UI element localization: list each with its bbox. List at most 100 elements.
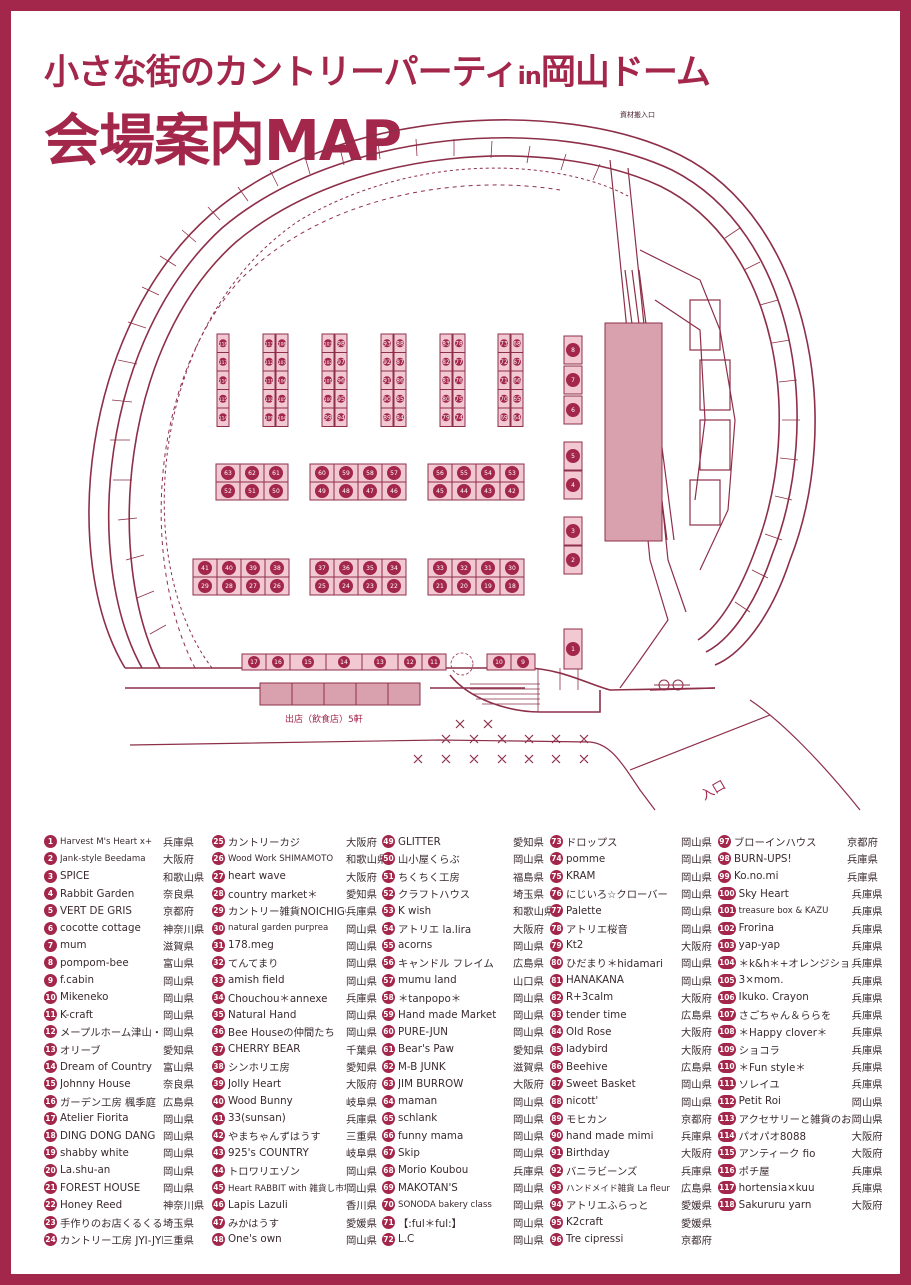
booth-98[interactable]: 98 xyxy=(334,333,348,353)
booth-89[interactable]: 89 xyxy=(380,407,394,427)
booth-33[interactable]: 33 xyxy=(427,558,453,578)
booth-117[interactable]: 117 xyxy=(216,352,230,372)
booth-67[interactable]: 67 xyxy=(510,352,524,372)
booth-21[interactable]: 21 xyxy=(427,576,453,596)
booth-81[interactable]: 81 xyxy=(439,370,453,390)
booth-64[interactable]: 64 xyxy=(510,407,524,427)
booth-80[interactable]: 80 xyxy=(439,389,453,409)
booth-12[interactable]: 12 xyxy=(397,653,423,671)
booth-34[interactable]: 34 xyxy=(381,558,407,578)
booth-63[interactable]: 63 xyxy=(215,463,241,483)
booth-97[interactable]: 97 xyxy=(334,352,348,372)
booth-56[interactable]: 56 xyxy=(427,463,453,483)
booth-114[interactable]: 114 xyxy=(216,407,230,427)
booth-88[interactable]: 88 xyxy=(393,333,407,353)
booth-73[interactable]: 73 xyxy=(497,333,511,353)
booth-9[interactable]: 9 xyxy=(510,653,536,671)
booth-110[interactable]: 110 xyxy=(262,389,276,409)
booth-87[interactable]: 87 xyxy=(393,352,407,372)
booth-95[interactable]: 95 xyxy=(334,389,348,409)
booth-6[interactable]: 6 xyxy=(563,395,583,425)
booth-86[interactable]: 86 xyxy=(393,370,407,390)
booth-82[interactable]: 82 xyxy=(439,352,453,372)
booth-94[interactable]: 94 xyxy=(334,407,348,427)
booth-32[interactable]: 32 xyxy=(451,558,477,578)
booth-101[interactable]: 101 xyxy=(321,370,335,390)
booth-36[interactable]: 36 xyxy=(333,558,359,578)
booth-85[interactable]: 85 xyxy=(393,389,407,409)
booth-72[interactable]: 72 xyxy=(497,352,511,372)
booth-22[interactable]: 22 xyxy=(381,576,407,596)
booth-11[interactable]: 11 xyxy=(421,653,447,671)
booth-79[interactable]: 79 xyxy=(439,407,453,427)
booth-16[interactable]: 16 xyxy=(265,653,291,671)
booth-17[interactable]: 17 xyxy=(241,653,267,671)
booth-13[interactable]: 13 xyxy=(361,653,399,671)
booth-71[interactable]: 71 xyxy=(497,370,511,390)
booth-4[interactable]: 4 xyxy=(563,470,583,500)
booth-84[interactable]: 84 xyxy=(393,407,407,427)
booth-75[interactable]: 75 xyxy=(452,389,466,409)
booth-45[interactable]: 45 xyxy=(427,481,453,501)
booth-35[interactable]: 35 xyxy=(357,558,383,578)
booth-44[interactable]: 44 xyxy=(451,481,477,501)
booth-65[interactable]: 65 xyxy=(510,389,524,409)
booth-104[interactable]: 104 xyxy=(275,407,289,427)
booth-1[interactable]: 1 xyxy=(563,628,583,670)
booth-76[interactable]: 76 xyxy=(452,370,466,390)
booth-10[interactable]: 10 xyxy=(486,653,512,671)
booth-48[interactable]: 48 xyxy=(333,481,359,501)
booth-111[interactable]: 111 xyxy=(262,370,276,390)
booth-91[interactable]: 91 xyxy=(380,370,394,390)
booth-7[interactable]: 7 xyxy=(563,365,583,395)
booth-66[interactable]: 66 xyxy=(510,370,524,390)
booth-58[interactable]: 58 xyxy=(357,463,383,483)
booth-23[interactable]: 23 xyxy=(357,576,383,596)
booth-60[interactable]: 60 xyxy=(309,463,335,483)
booth-37[interactable]: 37 xyxy=(309,558,335,578)
booth-68[interactable]: 68 xyxy=(510,333,524,353)
booth-107[interactable]: 107 xyxy=(275,352,289,372)
booth-113[interactable]: 113 xyxy=(262,333,276,353)
booth-15[interactable]: 15 xyxy=(289,653,327,671)
booth-99[interactable]: 99 xyxy=(321,407,335,427)
booth-61[interactable]: 61 xyxy=(263,463,289,483)
booth-46[interactable]: 46 xyxy=(381,481,407,501)
booth-2[interactable]: 2 xyxy=(563,545,583,575)
booth-14[interactable]: 14 xyxy=(325,653,363,671)
booth-62[interactable]: 62 xyxy=(239,463,265,483)
booth-112[interactable]: 112 xyxy=(262,352,276,372)
booth-70[interactable]: 70 xyxy=(497,389,511,409)
booth-31[interactable]: 31 xyxy=(475,558,501,578)
booth-83[interactable]: 83 xyxy=(439,333,453,353)
booth-53[interactable]: 53 xyxy=(499,463,525,483)
booth-5[interactable]: 5 xyxy=(563,441,583,471)
booth-29[interactable]: 29 xyxy=(192,576,218,596)
booth-93[interactable]: 93 xyxy=(380,333,394,353)
booth-105[interactable]: 105 xyxy=(275,389,289,409)
booth-47[interactable]: 47 xyxy=(357,481,383,501)
booth-20[interactable]: 20 xyxy=(451,576,477,596)
booth-19[interactable]: 19 xyxy=(475,576,501,596)
booth-118[interactable]: 118 xyxy=(216,333,230,353)
booth-108[interactable]: 108 xyxy=(275,333,289,353)
booth-102[interactable]: 102 xyxy=(321,352,335,372)
booth-18[interactable]: 18 xyxy=(499,576,525,596)
booth-30[interactable]: 30 xyxy=(499,558,525,578)
booth-24[interactable]: 24 xyxy=(333,576,359,596)
booth-49[interactable]: 49 xyxy=(309,481,335,501)
booth-74[interactable]: 74 xyxy=(452,407,466,427)
booth-38[interactable]: 38 xyxy=(264,558,290,578)
booth-26[interactable]: 26 xyxy=(264,576,290,596)
booth-51[interactable]: 51 xyxy=(239,481,265,501)
booth-27[interactable]: 27 xyxy=(240,576,266,596)
booth-57[interactable]: 57 xyxy=(381,463,407,483)
booth-109[interactable]: 109 xyxy=(262,407,276,427)
booth-100[interactable]: 100 xyxy=(321,389,335,409)
booth-54[interactable]: 54 xyxy=(475,463,501,483)
booth-50[interactable]: 50 xyxy=(263,481,289,501)
booth-69[interactable]: 69 xyxy=(497,407,511,427)
booth-8[interactable]: 8 xyxy=(563,335,583,365)
booth-78[interactable]: 78 xyxy=(452,333,466,353)
booth-77[interactable]: 77 xyxy=(452,352,466,372)
